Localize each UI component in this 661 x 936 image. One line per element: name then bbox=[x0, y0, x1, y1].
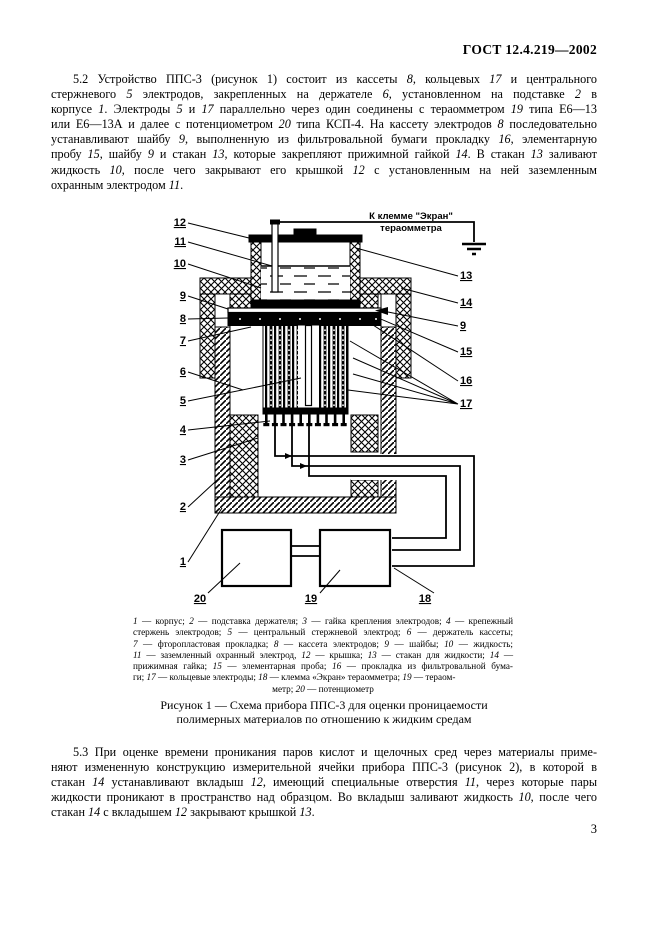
callout-19: 19 bbox=[305, 593, 317, 605]
text-line: прижимная гайка; 15 — элементарная проба… bbox=[133, 661, 513, 672]
terminal-label-line2: тераомметра bbox=[380, 223, 442, 234]
cup-lid bbox=[248, 234, 363, 243]
instrument-link bbox=[291, 545, 320, 557]
text-line: 1 — корпус; 2 — подставка держателя; 3 —… bbox=[133, 616, 514, 626]
callout-5: 5 bbox=[180, 395, 186, 407]
text-line: 7 — фторопластовая прокладка; 8 — кассет… bbox=[133, 638, 513, 649]
document-header: ГОСТ 12.4.219—2002 bbox=[462, 42, 597, 57]
text-line: Рисунок 1 — Схема прибора ППС-3 для оцен… bbox=[160, 698, 488, 712]
guard-electrode-rod bbox=[271, 222, 279, 293]
callout-1: 1 bbox=[180, 556, 186, 568]
liquid-cup bbox=[248, 219, 363, 309]
text-line: 5.3 При оценке времени проникания паров … bbox=[73, 745, 597, 759]
callout-20: 20 bbox=[194, 593, 206, 605]
callout-numbers: 12 11 10 9 8 7 6 5 4 3 2 1 13 14 9 15 16… bbox=[174, 217, 473, 605]
callout-9: 9 bbox=[180, 290, 186, 302]
holder-stand bbox=[229, 414, 379, 498]
callout-2: 2 bbox=[180, 501, 186, 513]
text-line: охранным электродом 11. bbox=[51, 177, 184, 192]
callout-8: 8 bbox=[180, 313, 186, 325]
callout-6: 6 bbox=[180, 366, 186, 378]
central-rod-electrode bbox=[304, 324, 313, 407]
figure-caption: Рисунок 1 — Схема прибора ППС-3 для оцен… bbox=[51, 698, 597, 726]
electrode-bundle bbox=[262, 324, 349, 415]
callout-10: 10 bbox=[174, 258, 186, 270]
callout-11: 11 bbox=[174, 236, 186, 248]
text-line: 11 — заземленный охранный электрод, 12 —… bbox=[133, 649, 514, 660]
paragraph-5-3: 5.3 При оценке времени проникания паров … bbox=[51, 745, 597, 820]
leader-lines bbox=[187, 222, 459, 594]
text-line: няют измененную конструкцию измерительно… bbox=[51, 760, 597, 775]
text-line: стержень электродов; 5 — центральный сте… bbox=[133, 627, 514, 638]
page-number: 3 bbox=[590, 822, 597, 836]
text-line: жидкость 10, после чего закрывают его кр… bbox=[51, 162, 597, 177]
callout-15: 15 bbox=[460, 346, 472, 358]
callout-9b: 9 bbox=[460, 320, 466, 332]
figure-1-diagram: К клемме "Экран" тераомметра bbox=[174, 211, 486, 605]
callout-18: 18 bbox=[419, 593, 431, 605]
callout-16: 16 bbox=[460, 375, 472, 387]
electrode-cassette bbox=[227, 312, 382, 326]
text-line: или Е6—13А и далее с потенциометром 20 т… bbox=[51, 117, 597, 132]
callout-14: 14 bbox=[460, 297, 473, 309]
text-line: метр; 20 — потенциометр bbox=[272, 683, 374, 694]
clamping-nut bbox=[199, 277, 412, 379]
text-line: корпусе 1. Электроды 5 и 17 параллельно … bbox=[51, 102, 597, 117]
text-line: полимерных материалов по отношению к жид… bbox=[176, 712, 472, 726]
text-line: устанавливают шайбу 9, выполненную из фи… bbox=[51, 132, 598, 147]
text-line: жидкости проникают в пространство над об… bbox=[51, 790, 597, 805]
callout-17: 17 bbox=[460, 398, 472, 410]
paragraph-5-2: 5.2 Устройство ППС-3 (рисунок 1) состоит… bbox=[51, 72, 597, 193]
figure-1: К клемме "Экран" тераомметра bbox=[148, 208, 520, 612]
figure-legend: 1 — корпус; 2 — подставка держателя; 3 —… bbox=[133, 616, 513, 695]
teraohmmeter-box bbox=[318, 528, 392, 588]
ground-symbol-icon bbox=[462, 242, 486, 256]
text-line: 5.2 Устройство ППС-3 (рисунок 1) состоит… bbox=[73, 72, 598, 86]
text-line: пробу 15, шайбу 9 и стакан 13, которые з… bbox=[51, 147, 598, 162]
ground-wire bbox=[276, 221, 486, 256]
text-line: ги; 17 — кольцевые электроды; 18 — клемм… bbox=[133, 672, 456, 683]
callout-7: 7 bbox=[180, 335, 186, 347]
terminal-label-line1: К клемме "Экран" bbox=[369, 211, 453, 222]
electrode-pins bbox=[263, 414, 347, 427]
text-line: стакан 14 устанавливают вкладыш 12, имею… bbox=[51, 775, 598, 790]
text-line: стакан 14 с вкладышем 12 закрывают крышк… bbox=[51, 805, 315, 820]
callout-13: 13 bbox=[460, 270, 472, 282]
washer bbox=[227, 307, 382, 314]
wiring bbox=[274, 426, 475, 567]
potentiometer-box bbox=[220, 528, 293, 588]
text-line: стержневого 5 электродов, закрепленных н… bbox=[51, 87, 597, 102]
callout-3: 3 bbox=[180, 454, 186, 466]
lid-handle bbox=[293, 228, 317, 236]
callout-4: 4 bbox=[180, 424, 187, 436]
callout-12: 12 bbox=[174, 217, 186, 229]
